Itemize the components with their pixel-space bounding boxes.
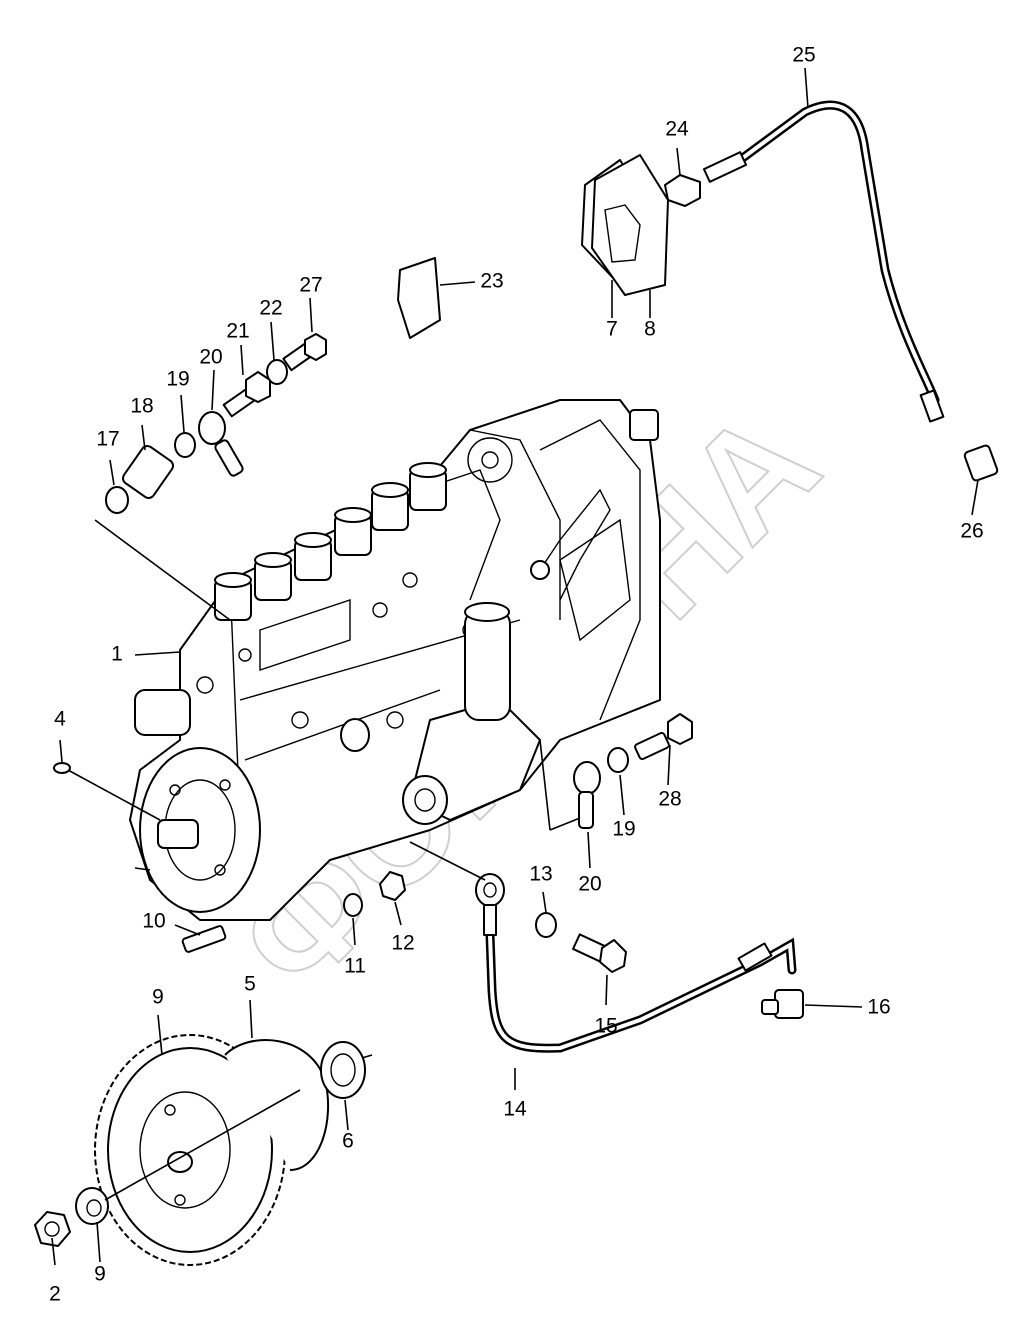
gear-washer (75, 1187, 109, 1225)
fuel-feed-pipe (475, 873, 797, 1053)
callout-27: 27 (299, 274, 322, 297)
callout-26: 26 (960, 520, 983, 543)
banjo-fitting-20-upper (198, 411, 244, 477)
bolt-28 (634, 713, 693, 761)
banjo-bolt-21 (222, 371, 271, 418)
callout-2: 2 (49, 1283, 61, 1306)
fuel-return-pipe (702, 100, 945, 423)
callout-24: 24 (665, 118, 689, 141)
fitting-24 (664, 174, 701, 207)
callout-22: 22 (259, 297, 282, 320)
callout-19-lower: 19 (612, 818, 635, 841)
callout-16: 16 (867, 996, 890, 1019)
callout-14: 14 (503, 1098, 527, 1121)
callout-13: 13 (529, 863, 552, 886)
bolt-27 (282, 333, 327, 372)
callout-15: 15 (594, 1015, 617, 1038)
elbow-fitting-16 (761, 989, 804, 1019)
callout-21: 21 (226, 320, 249, 343)
callout-9-washer: 9 (94, 1263, 106, 1286)
callout-labels: 1 2 4 5 6 7 8 9 9 10 11 12 13 14 15 16 1… (49, 44, 984, 1306)
injection-pump-body (129, 399, 661, 921)
leader-lines (51, 67, 979, 1266)
callout-19-upper: 19 (166, 368, 189, 391)
washer-13 (535, 912, 557, 938)
banjo-fitting-20-lower (573, 761, 601, 829)
stud (181, 925, 227, 953)
washer-17 (105, 486, 129, 514)
callout-17: 17 (96, 428, 119, 451)
callout-11: 11 (344, 955, 366, 978)
washer-19-upper (174, 432, 196, 458)
callout-6: 6 (342, 1130, 354, 1153)
banjo-bolt-15 (572, 933, 627, 973)
callout-9-gear: 9 (152, 986, 164, 1009)
washer-11 (343, 893, 363, 917)
callout-23: 23 (480, 270, 503, 293)
callout-20-upper: 20 (199, 346, 222, 369)
callout-8: 8 (644, 318, 656, 341)
bracket-23 (397, 257, 441, 339)
cover-8 (591, 154, 669, 296)
callout-12: 12 (391, 932, 414, 955)
callout-5: 5 (244, 973, 256, 996)
callout-25: 25 (792, 44, 815, 67)
washer-19-lower (607, 747, 629, 773)
callout-1: 1 (111, 643, 123, 666)
gear-nut (34, 1211, 71, 1247)
callout-18: 18 (130, 395, 153, 418)
drive-gear (94, 1034, 286, 1266)
nut-12 (379, 871, 406, 901)
woodruff-key (53, 762, 71, 774)
delivery-valve-holders (214, 462, 447, 621)
callout-20-lower: 20 (578, 873, 601, 896)
sleeve-18 (121, 445, 175, 499)
oil-seal (320, 1041, 366, 1099)
callout-28: 28 (658, 788, 681, 811)
callout-4: 4 (54, 708, 66, 731)
callout-10: 10 (142, 910, 165, 933)
elbow-fitting-26 (963, 444, 999, 482)
callout-7: 7 (606, 318, 618, 341)
washer-22 (266, 359, 288, 385)
